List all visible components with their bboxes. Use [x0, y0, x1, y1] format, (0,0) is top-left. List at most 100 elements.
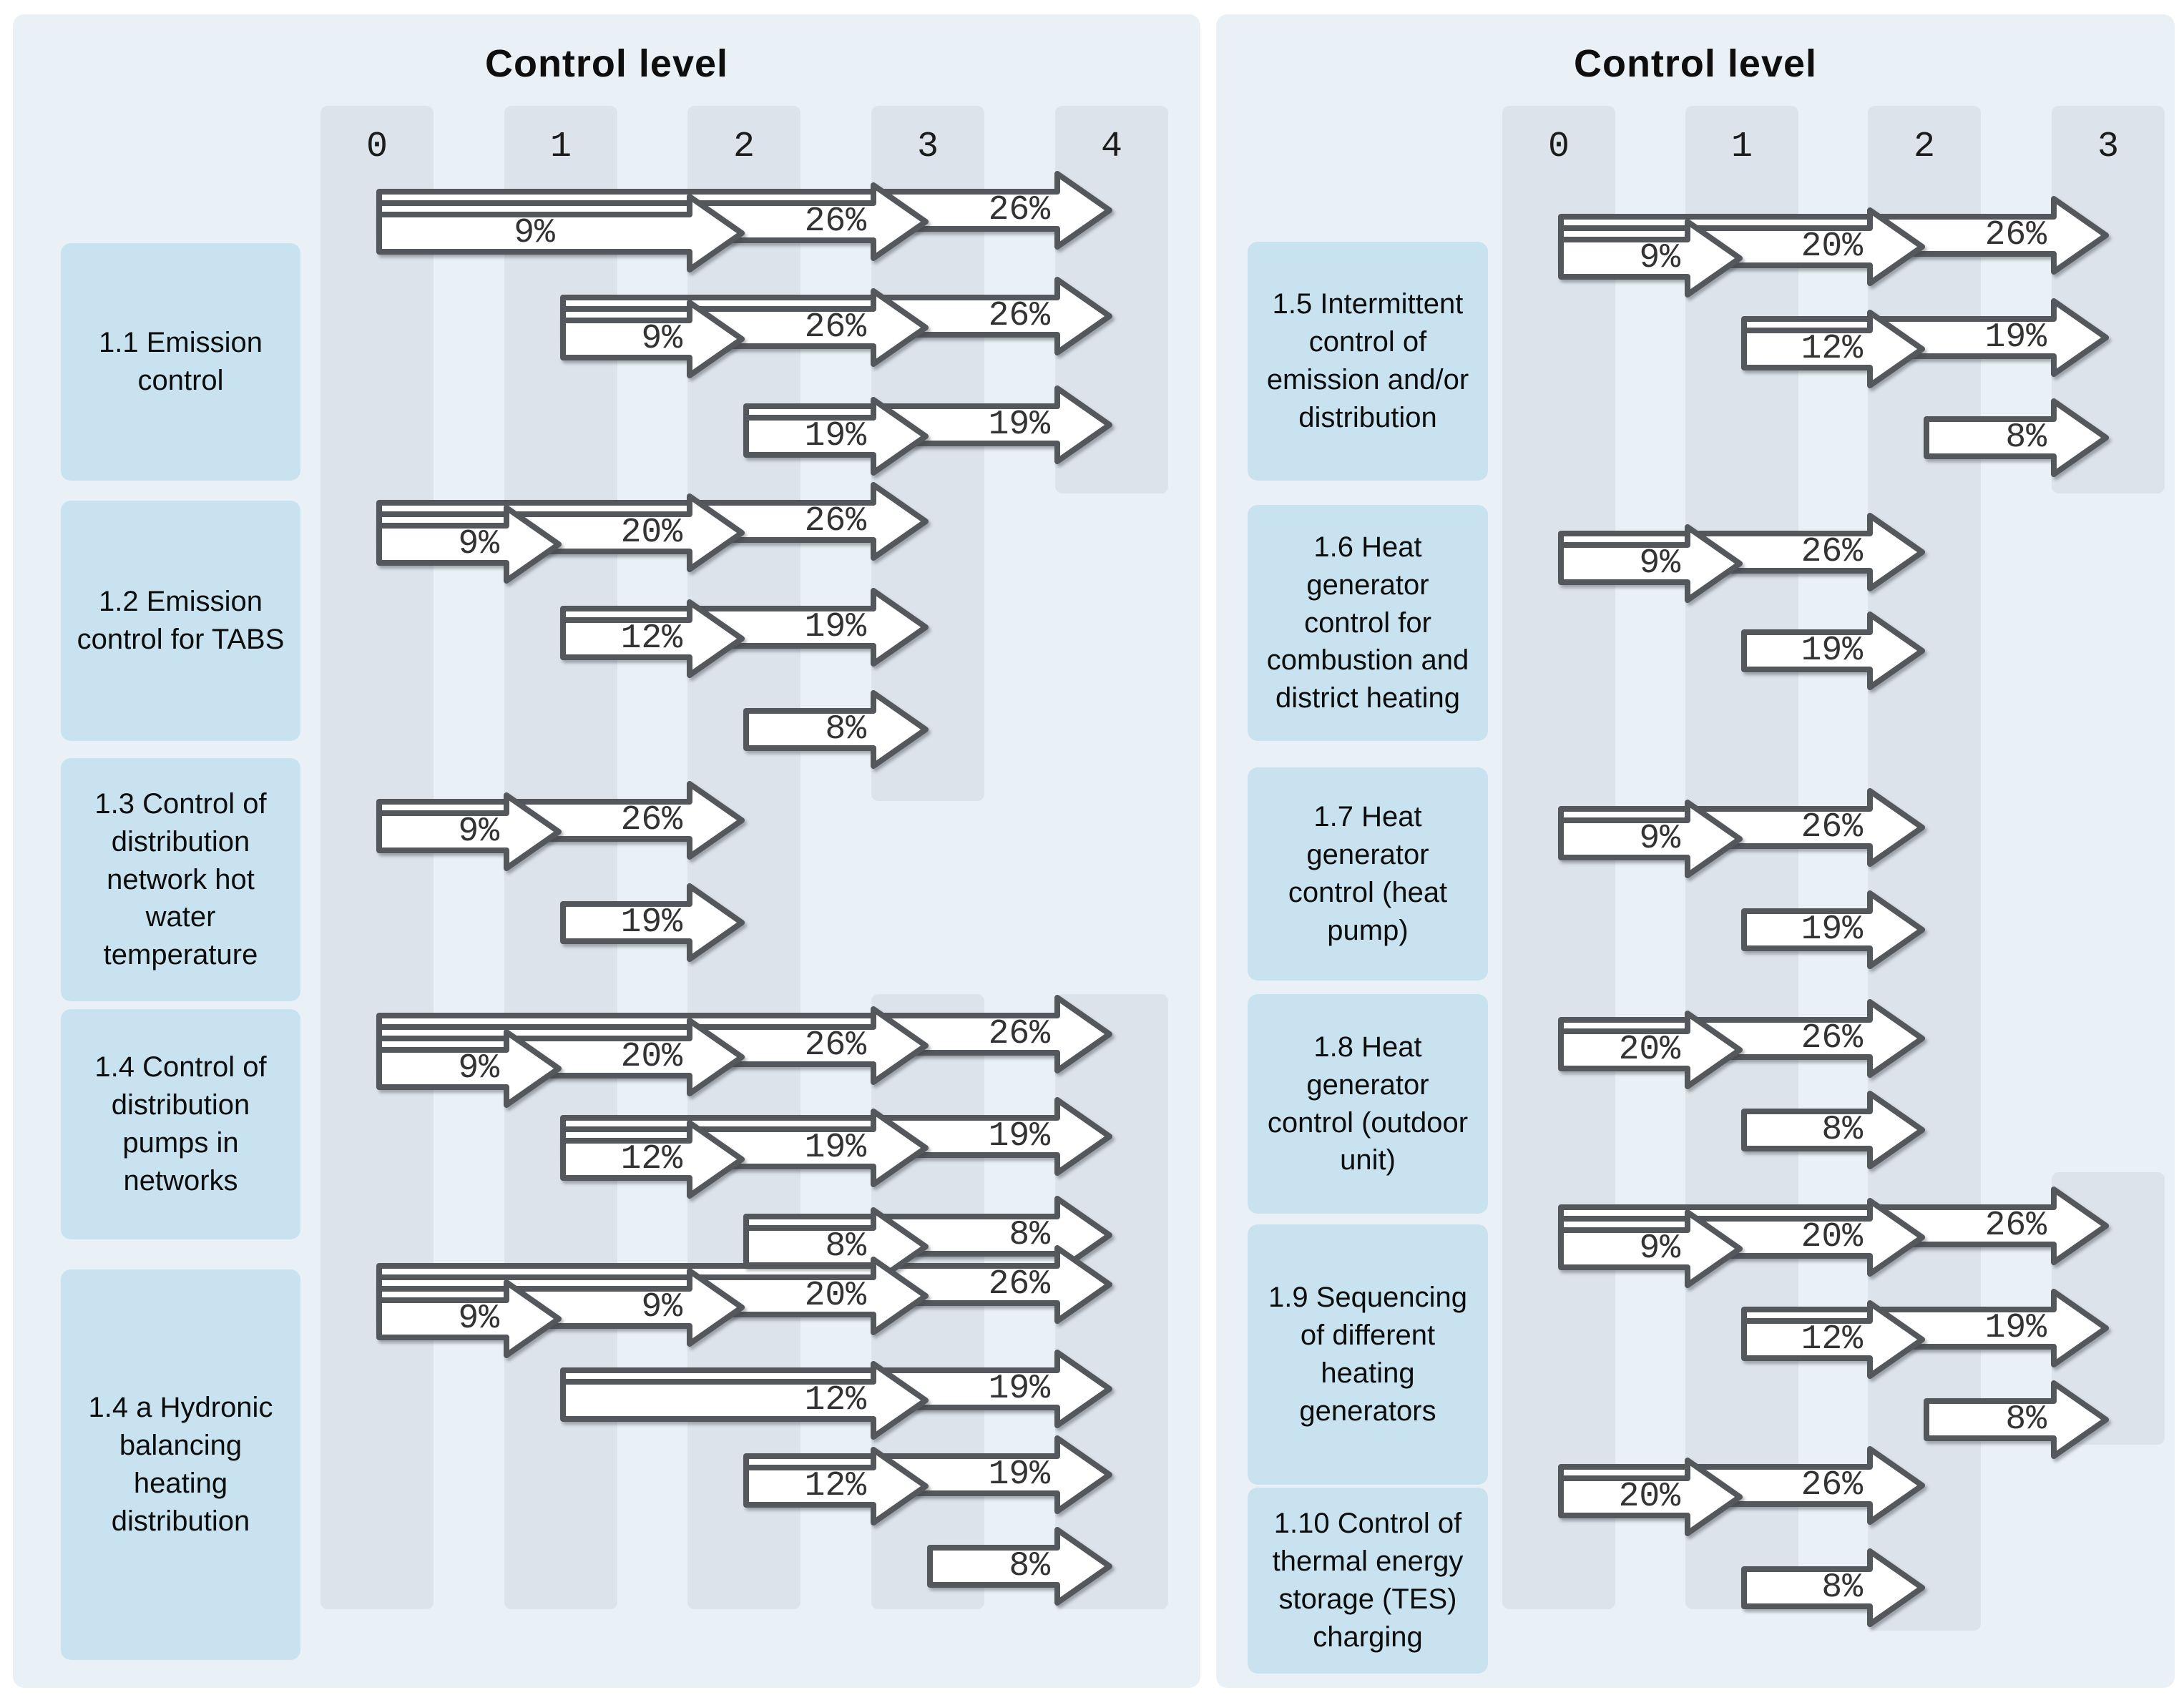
savings-arrow: 12%	[741, 1444, 931, 1528]
row-label-box: 1.2 Emission control for TABS	[61, 501, 300, 741]
savings-arrow: 20%	[1556, 1008, 1745, 1092]
savings-arrow-shape	[1924, 1380, 2109, 1459]
savings-arrow-label: 19%	[620, 903, 682, 942]
savings-arrow-label: 9%	[1639, 1229, 1680, 1268]
savings-arrow-shape	[1558, 524, 1743, 603]
savings-arrow: 9%	[374, 502, 564, 586]
savings-arrow-label: 26%	[988, 1015, 1050, 1053]
row-label-text: 1.5 Intermittent control of emission and…	[1266, 288, 1469, 433]
control-level-column-label: 4	[1100, 126, 1122, 167]
control-level-column-label: 3	[2097, 126, 2119, 167]
savings-arrow-label: 26%	[804, 1026, 866, 1065]
savings-arrow-shape	[376, 194, 745, 272]
row-label-box: 1.8 Heat generator control (outdoor unit…	[1248, 994, 1488, 1214]
savings-arrow-label: 8%	[1821, 1111, 1863, 1149]
savings-arrow-label: 12%	[1801, 330, 1863, 368]
control-level-column-label: 3	[916, 126, 939, 167]
savings-arrow: 19%	[741, 394, 931, 478]
savings-arrow-label: 8%	[2005, 418, 2047, 457]
savings-arrow-shape	[376, 1029, 562, 1108]
savings-arrow: 9%	[1556, 521, 1745, 606]
savings-arrow-label: 19%	[1801, 910, 1863, 949]
row-label-text: 1.4 a Hydronic balancing heating distrib…	[88, 1392, 273, 1537]
savings-arrow-shape	[376, 792, 562, 871]
control-level-column-band	[320, 106, 434, 1609]
savings-arrow-shape	[1741, 1548, 1925, 1627]
savings-arrow: 8%	[1921, 396, 2111, 480]
savings-arrow-label: 9%	[641, 320, 682, 358]
savings-arrow-label: 9%	[458, 812, 499, 851]
row-label-box: 1.1 Emission control	[61, 243, 300, 481]
savings-arrow: 12%	[1739, 307, 1927, 391]
savings-arrow-label: 20%	[804, 1277, 866, 1315]
row-label-text: 1.2 Emission control for TABS	[77, 586, 285, 655]
savings-arrow: 9%	[1556, 216, 1745, 300]
row-label-box: 1.5 Intermittent control of emission and…	[1248, 242, 1488, 481]
savings-arrow-label: 8%	[1009, 1216, 1050, 1254]
control-level-column-label: 0	[366, 126, 388, 167]
savings-arrow-label: 26%	[804, 308, 866, 347]
savings-arrow-label: 26%	[1801, 808, 1863, 847]
savings-arrow-label: 19%	[804, 1129, 866, 1167]
savings-arrow-shape	[743, 1447, 929, 1526]
savings-arrow: 12%	[1739, 1297, 1927, 1382]
savings-arrow-label: 9%	[641, 1288, 682, 1327]
savings-arrow-label: 26%	[1984, 1207, 2047, 1245]
savings-arrow: 9%	[1556, 797, 1745, 881]
savings-arrow-label: 26%	[1801, 1019, 1863, 1058]
row-label-text: 1.6 Heat generator control for combustio…	[1266, 531, 1469, 714]
savings-arrow-label: 20%	[1618, 1031, 1680, 1069]
savings-arrow: 19%	[1739, 888, 1927, 972]
savings-arrow-label: 19%	[988, 1455, 1050, 1494]
row-label-box: 1.4 a Hydronic balancing heating distrib…	[61, 1269, 300, 1660]
row-label-box: 1.3 Control of distribution network hot …	[61, 758, 300, 1001]
savings-arrow-label: 20%	[1801, 1218, 1863, 1257]
savings-arrow-label: 20%	[1618, 1478, 1680, 1516]
savings-arrow: 19%	[1739, 609, 1927, 693]
control-level-header: Control level	[484, 42, 729, 85]
savings-arrow-label: 26%	[804, 202, 866, 241]
savings-arrow-label: 19%	[988, 406, 1050, 444]
savings-arrow-shape	[743, 690, 929, 769]
savings-arrow-label: 12%	[804, 1467, 866, 1505]
savings-arrow-label: 20%	[620, 514, 682, 552]
savings-arrow-label: 12%	[620, 619, 682, 658]
savings-arrow-shape	[560, 1361, 929, 1440]
control-level-column-label: 0	[1547, 126, 1570, 167]
savings-arrow: 9%	[374, 1277, 564, 1361]
savings-arrow: 20%	[1556, 1455, 1745, 1539]
savings-arrow-label: 26%	[988, 1265, 1050, 1304]
savings-arrow: 8%	[925, 1524, 1115, 1608]
savings-arrow-label: 9%	[514, 214, 555, 252]
savings-arrow: 9%	[374, 191, 747, 275]
savings-arrow-label: 20%	[1801, 227, 1863, 266]
savings-arrow: 19%	[558, 880, 747, 965]
row-label-box: 1.7 Heat generator control (heat pump)	[1248, 767, 1488, 981]
savings-arrow: 9%	[558, 297, 747, 381]
savings-arrow-label: 9%	[458, 1300, 499, 1338]
control-level-column-label: 2	[1913, 126, 1935, 167]
savings-arrow-label: 12%	[804, 1381, 866, 1420]
savings-arrow-label: 8%	[1821, 1568, 1863, 1607]
row-label-box: 1.4 Control of distribution pumps in net…	[61, 1009, 300, 1239]
control-level-header: Control level	[1573, 42, 1818, 85]
savings-arrow-label: 20%	[620, 1038, 682, 1076]
savings-arrow: 12%	[558, 1117, 747, 1202]
savings-arrow-shape	[376, 505, 562, 584]
savings-arrow-label: 26%	[620, 801, 682, 840]
savings-arrow-shape	[1558, 800, 1743, 878]
savings-arrow-label: 19%	[804, 417, 866, 456]
savings-arrow-label: 9%	[1639, 544, 1680, 583]
control-level-column-label: 2	[733, 126, 755, 167]
savings-arrow-shape	[1558, 219, 1743, 298]
savings-arrow-label: 19%	[988, 1117, 1050, 1156]
savings-arrow: 8%	[1739, 1546, 1927, 1630]
savings-arrow-label: 19%	[1984, 318, 2047, 357]
savings-arrow-shape	[927, 1527, 1112, 1606]
savings-arrow: 9%	[1556, 1207, 1745, 1291]
row-label-box: 1.6 Heat generator control for combustio…	[1248, 505, 1488, 741]
savings-arrow-label: 26%	[988, 297, 1050, 335]
